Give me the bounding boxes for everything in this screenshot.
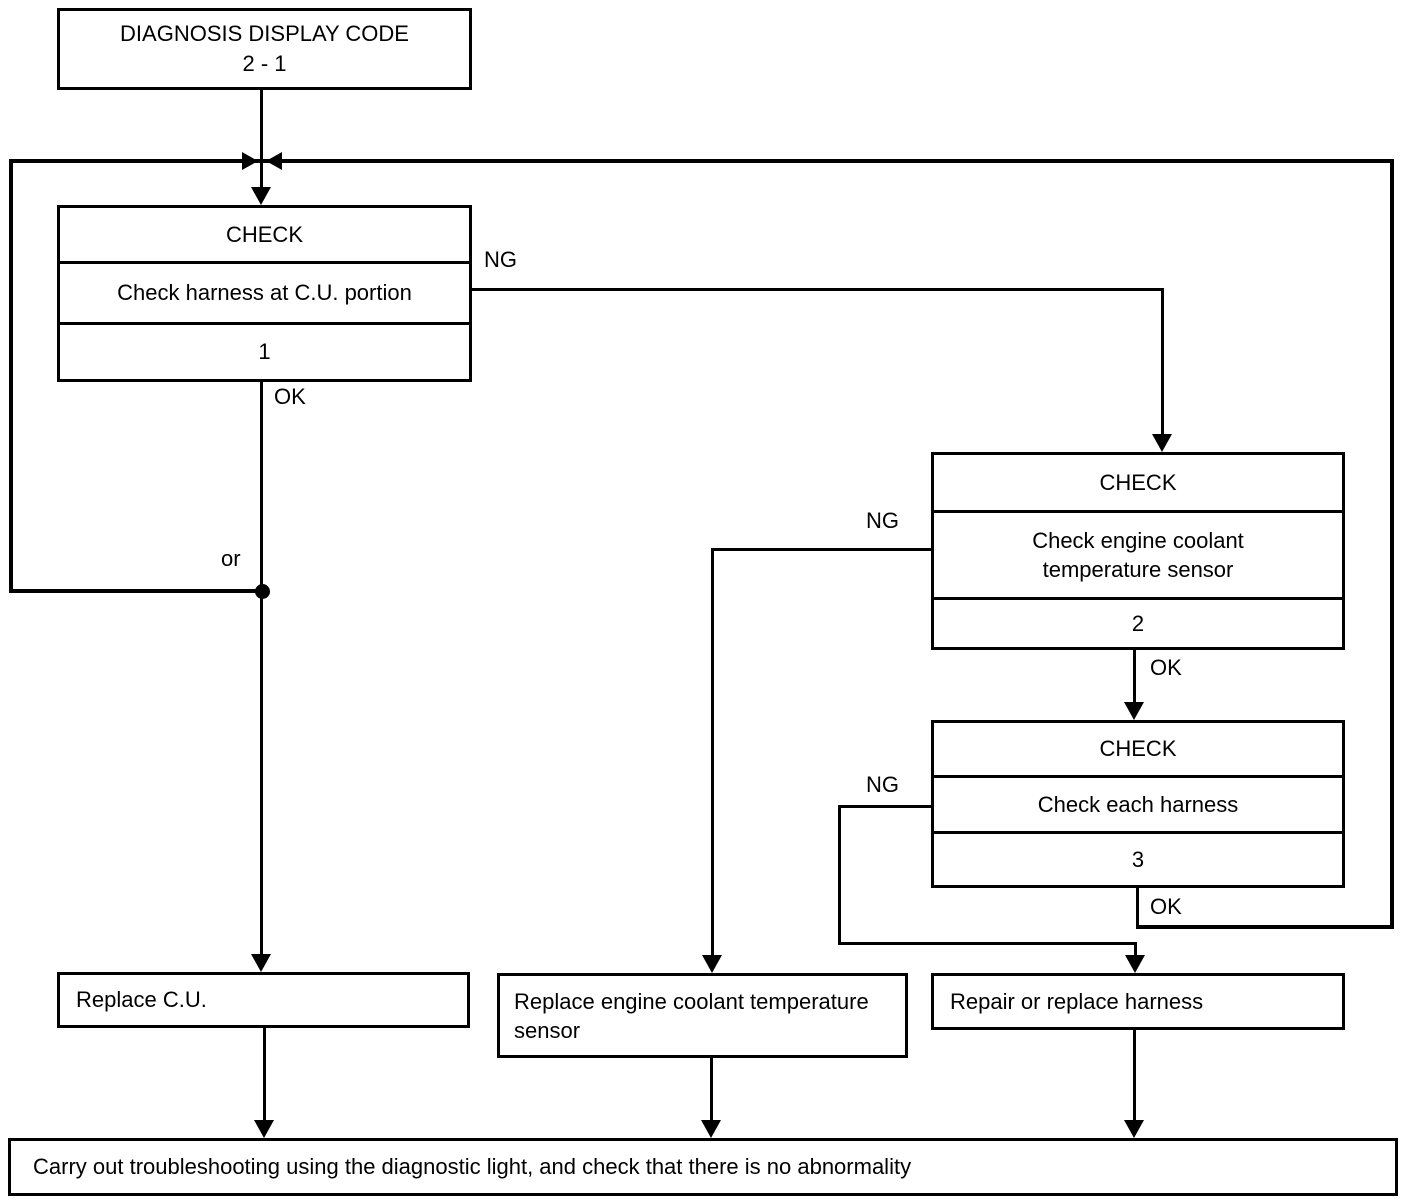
action-box-repair-harness: Repair or replace harness <box>931 973 1345 1030</box>
arrowhead-merge-from-right <box>266 152 282 170</box>
ng-label-check1: NG <box>484 247 517 272</box>
check-3-header: CHECK <box>1099 736 1177 761</box>
action-box-replace-cu: Replace C.U. <box>57 972 470 1028</box>
arrowhead-into-check1 <box>251 187 271 205</box>
connector-repair-harness-to-footer <box>1133 1030 1136 1122</box>
connector-check2-ng-h <box>711 548 931 551</box>
arrowhead-into-repair-harness <box>1125 955 1145 973</box>
ok-label-check2: OK <box>1150 655 1182 680</box>
title-line1: DIAGNOSIS DISPLAY CODE <box>120 21 409 46</box>
connector-loop-top <box>9 159 1394 163</box>
check-box-2: CHECK Check engine coolant temperature s… <box>931 452 1345 650</box>
connector-check3-ng-v1 <box>838 805 841 945</box>
arrowhead-into-replace-cu <box>251 954 271 972</box>
arrowhead-footer-left <box>254 1120 274 1138</box>
action-repair-harness-label: Repair or replace harness <box>950 988 1204 1014</box>
title-line2: 2 - 1 <box>242 51 287 76</box>
arrowhead-into-check3 <box>1124 702 1144 720</box>
check-1-header: CHECK <box>225 221 303 247</box>
check-3-number: 3 <box>934 831 1342 885</box>
check-1-number: 1 <box>60 322 469 379</box>
connector-check3-ok-v <box>1136 888 1139 929</box>
connector-check1-ng-h <box>472 288 1164 291</box>
connector-check1-ng-v <box>1161 288 1164 436</box>
connector-title-to-check1 <box>260 90 263 190</box>
connector-check3-ng-h2 <box>838 942 1137 945</box>
check-3-body: Check each harness <box>934 775 1342 831</box>
footer-text: Carry out troubleshooting using the diag… <box>33 1154 912 1179</box>
check-2-body: Check engine coolant temperature sensor <box>934 510 1342 597</box>
connector-check3-ok-h <box>1136 925 1394 929</box>
connector-replace-sensor-to-footer <box>710 1058 713 1122</box>
ok-label-check3: OK <box>1150 894 1182 919</box>
connector-check2-ok <box>1133 650 1136 704</box>
check-box-3: CHECK Check each harness 3 <box>931 720 1345 888</box>
check-2-header: CHECK <box>1099 469 1177 495</box>
action-replace-cu-label: Replace C.U. <box>76 987 207 1012</box>
connector-check3-ng-h1 <box>838 805 931 808</box>
ng-label-check3: NG <box>866 772 899 797</box>
arrowhead-into-check2 <box>1152 434 1172 452</box>
ng-label-check2: NG <box>866 508 899 533</box>
connector-loop-right <box>1390 159 1394 929</box>
arrowhead-into-replace-sensor <box>702 955 722 973</box>
check-2-number: 2 <box>934 597 1342 647</box>
check-1-body: Check harness at C.U. portion <box>60 261 469 322</box>
connector-check1-ok <box>260 382 263 956</box>
action-replace-sensor-label: Replace engine coolant temperature senso… <box>514 988 869 1043</box>
connector-check3-ng-v2 <box>1134 942 1137 957</box>
ok-label-check1: OK <box>274 384 306 409</box>
footer-box: Carry out troubleshooting using the diag… <box>8 1138 1398 1196</box>
arrowhead-merge-from-left <box>242 152 258 170</box>
arrowhead-footer-right <box>1124 1120 1144 1138</box>
connector-loop-left <box>9 159 13 593</box>
or-label: or <box>221 546 241 571</box>
arrowhead-footer-middle <box>701 1120 721 1138</box>
action-box-replace-sensor: Replace engine coolant temperature senso… <box>497 973 908 1058</box>
title-box: DIAGNOSIS DISPLAY CODE 2 - 1 <box>57 8 472 90</box>
connector-check2-ng-v <box>711 548 714 957</box>
connector-replace-cu-to-footer <box>263 1028 266 1122</box>
connector-or-branch <box>9 589 262 593</box>
check-box-1: CHECK Check harness at C.U. portion 1 <box>57 205 472 382</box>
